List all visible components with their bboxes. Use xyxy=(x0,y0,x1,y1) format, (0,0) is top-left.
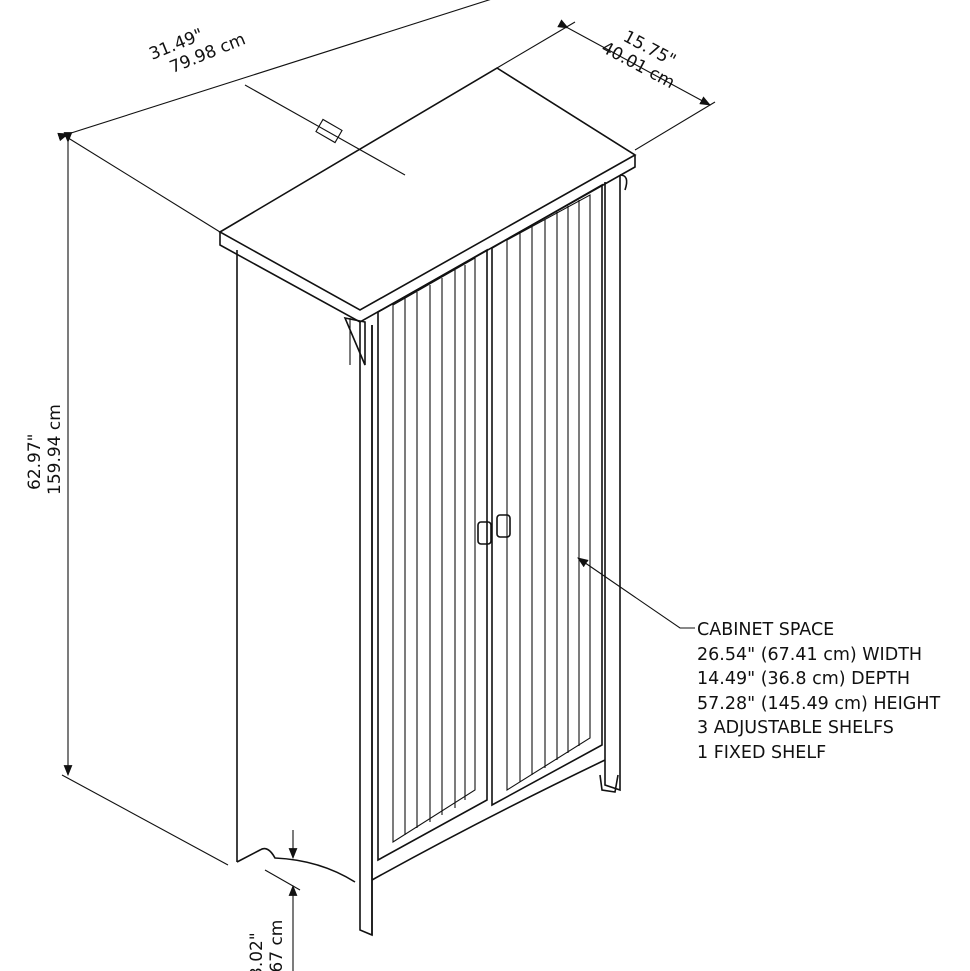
clearance-cm: .67 cm xyxy=(267,920,287,971)
width-dimension-line xyxy=(57,0,636,233)
callout-title: CABINET SPACE xyxy=(697,620,835,640)
height-cm: 159.94 cm xyxy=(45,404,65,495)
callout-width: 26.54" (67.41 cm) WIDTH xyxy=(697,644,923,665)
callout-leader xyxy=(577,557,695,629)
callout-adjustable-shelves: 3 ADJUSTABLE SHELFS xyxy=(697,718,894,738)
cabinet-side xyxy=(236,250,366,883)
depth-dimension-line xyxy=(496,19,716,151)
door-handles xyxy=(477,514,511,545)
cabinet-space-callout: CABINET SPACE 26.54" (67.41 cm) WIDTH 14… xyxy=(697,618,940,765)
height-inches: 62.97" xyxy=(25,434,45,491)
callout-depth: 14.49" (36.8 cm) DEPTH xyxy=(697,669,911,689)
right-door xyxy=(491,183,603,807)
clearance-dimension-line xyxy=(264,830,301,971)
left-door xyxy=(377,248,488,862)
callout-height: 57.28" (145.49 cm) HEIGHT xyxy=(697,693,941,714)
clearance-inches: 3.02" xyxy=(247,932,267,971)
cabinet-front xyxy=(359,174,628,937)
callout-fixed-shelf: 1 FIXED SHELF xyxy=(697,742,827,763)
height-dimension-line xyxy=(61,132,229,866)
